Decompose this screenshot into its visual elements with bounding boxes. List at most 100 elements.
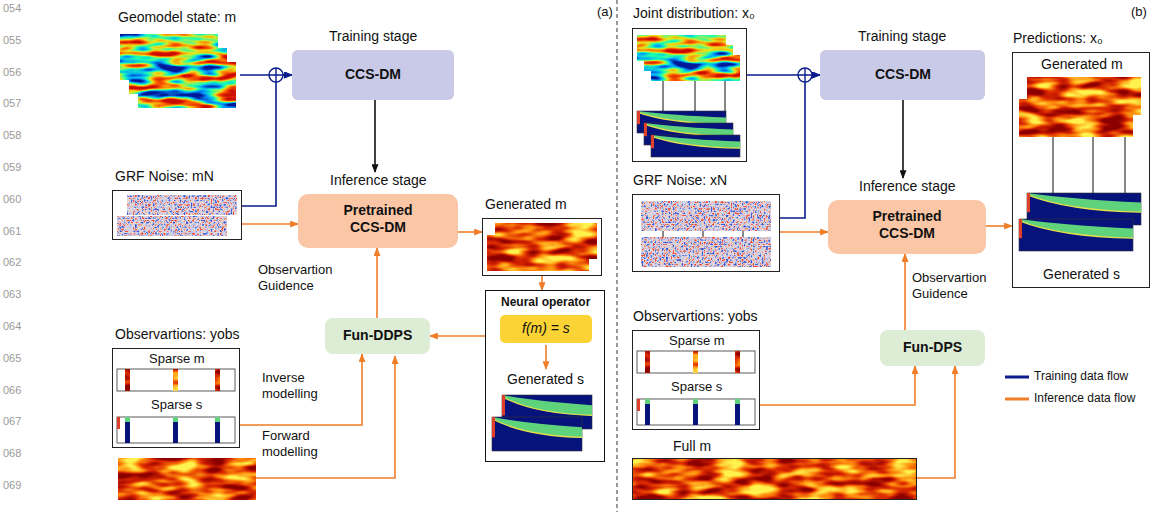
stage-heading: Training stage [329, 28, 417, 45]
edge-label: Observartion Guidence [258, 262, 348, 293]
flow-arrow [986, 225, 1012, 227]
illustration [633, 29, 748, 163]
line-number: 069 [3, 479, 21, 492]
flow-arrow [374, 100, 376, 172]
flow-arrow [760, 366, 915, 405]
stage-heading: Training stage [858, 28, 946, 45]
operator-box: Neural operatorGenerated s f(m) = s [485, 290, 605, 462]
node-label: Sparse m [669, 333, 725, 349]
sum-symbol [798, 68, 812, 82]
model-box: Training stageCCS-DM [292, 28, 454, 100]
model-box: Inference stagePretrained CCS-DM [828, 178, 986, 254]
noise-box: GRF Noise: mN [112, 190, 242, 240]
node-label: Sparse s [671, 379, 722, 395]
line-number: 063 [3, 288, 21, 301]
node-label: Sparse s [151, 397, 202, 413]
sum-symbol [269, 68, 283, 82]
stage-heading: Inference stage [859, 178, 956, 195]
flow-arrow [917, 366, 955, 478]
flow-arrow [240, 354, 362, 425]
line-number: 068 [3, 447, 21, 460]
panel-label: (a) [597, 4, 613, 20]
line-number: 056 [3, 66, 21, 79]
line-number: 059 [3, 161, 21, 174]
illustration [113, 191, 243, 241]
node-label: Generated s [507, 371, 584, 388]
node-label: f(m) = s [522, 320, 570, 337]
edge-label: Observartion Guidence [912, 270, 1012, 301]
legend-text: Inference data flow [1034, 391, 1135, 405]
illustration [633, 195, 781, 273]
flow-arrow [780, 75, 820, 218]
flow-arrow [376, 248, 378, 318]
node-label: Fun-DDPS [343, 327, 412, 344]
flow-arrow [904, 254, 906, 330]
model-box: Inference stagePretrained CCS-DM [298, 172, 458, 248]
node-heading: GRF Noise: mN [115, 168, 214, 185]
flow-arrow [430, 335, 485, 337]
line-number: 067 [3, 415, 21, 428]
forward-arrow [256, 356, 395, 478]
node-label: CCS-DM [875, 66, 931, 83]
noise-box: GRF Noise: xN [632, 194, 780, 272]
node-label: Neural operator [501, 295, 590, 309]
node-heading: Observartions: yobs [115, 326, 240, 343]
image-box: Generated m [482, 218, 602, 276]
function-box: f(m) = s [500, 315, 592, 343]
line-number: 064 [3, 320, 21, 333]
image-box: Full m [632, 458, 917, 500]
flow-arrow [242, 223, 298, 225]
panel-label: (b) [1131, 4, 1147, 20]
flow-arrow [780, 231, 828, 233]
illustration [1013, 53, 1151, 289]
prediction-box: Predictions: x₀Generated mGenerated s [1012, 52, 1150, 288]
line-number: 057 [3, 97, 21, 110]
illustration [633, 459, 918, 501]
model-box: Training stageCCS-DM [820, 28, 985, 100]
arrow-label: Forward modelling [262, 428, 342, 459]
legend-sample [1004, 391, 1030, 407]
line-number: 058 [3, 129, 21, 142]
node-heading: Observartions: yobs [633, 308, 758, 325]
line-number: 061 [3, 225, 21, 238]
node-heading: Full m [673, 438, 711, 455]
node-label: Pretrained CCS-DM [857, 208, 957, 242]
node-heading: Geomodel state: m [118, 9, 236, 26]
flow-arrow [902, 100, 904, 178]
node-label: Pretrained CCS-DM [328, 202, 428, 236]
node-heading: GRF Noise: xN [633, 172, 727, 189]
stage-heading: Inference stage [330, 172, 427, 189]
full-m-image [118, 458, 256, 500]
flow-arrow [458, 231, 482, 233]
observation-box: Observartions: yobsSparse mSparse s [112, 348, 240, 448]
node-heading: Joint distribution: x₀ [633, 5, 755, 22]
node-heading: Predictions: x₀ [1013, 30, 1103, 47]
flow-arrow [541, 276, 543, 290]
node-label: Generated s [1043, 266, 1120, 283]
node-label: Generated m [1041, 56, 1123, 73]
edge-label: Inverse modelling [262, 370, 342, 401]
guidance-box: Fun-DDPS [325, 318, 430, 354]
panel-divider [617, 0, 618, 512]
line-number: 060 [3, 193, 21, 206]
line-number: 066 [3, 384, 21, 397]
line-number: 054 [3, 2, 21, 15]
legend-sample [1004, 369, 1030, 385]
guidance-box: Fun-DPS [880, 330, 985, 366]
line-number: 065 [3, 352, 21, 365]
observation-box: Observartions: yobsSparse mSparse s [632, 330, 760, 430]
node-label: Fun-DPS [903, 339, 962, 356]
node-heading: Generated m [485, 196, 567, 213]
image-stack: Geomodel state: m [118, 32, 240, 110]
illustration [483, 219, 603, 277]
node-label: Sparse m [149, 351, 205, 367]
illustration [118, 32, 240, 110]
legend-text: Training data flow [1034, 369, 1128, 383]
image-box: Joint distribution: x₀ [632, 28, 747, 162]
flow-arrow [242, 75, 292, 206]
line-number: 062 [3, 256, 21, 269]
node-label: CCS-DM [345, 66, 401, 83]
line-number: 055 [3, 34, 21, 47]
